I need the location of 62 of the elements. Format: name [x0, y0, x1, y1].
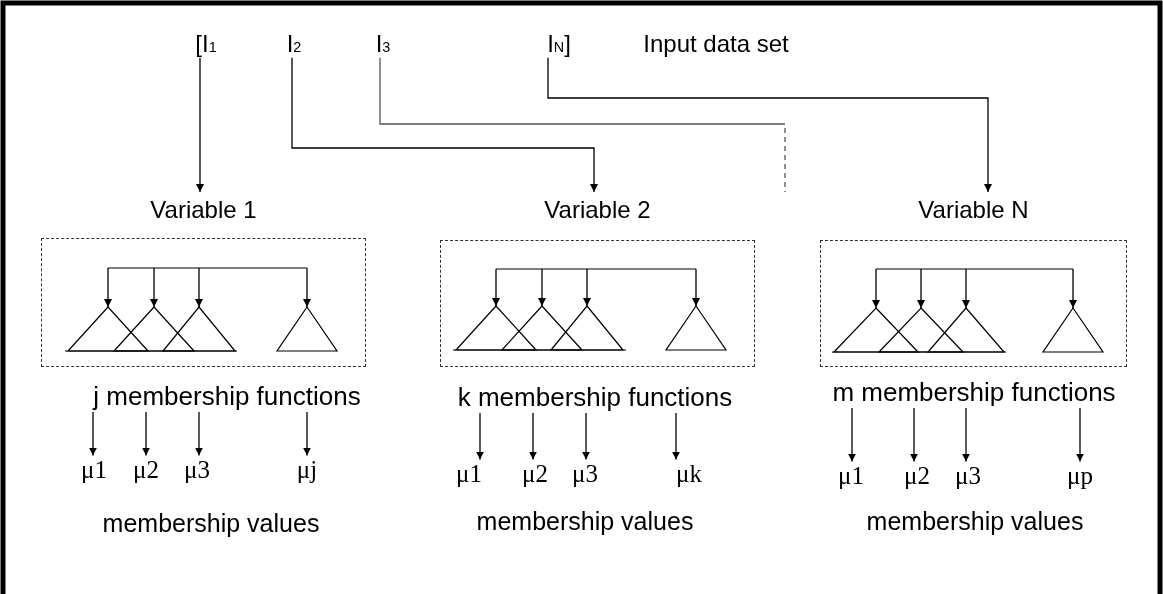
caption-label: membership values: [102, 508, 320, 538]
membership-triangle: [114, 307, 194, 351]
membership-value: μk: [676, 459, 702, 489]
membership-triangle: [879, 308, 963, 352]
membership-triangle: [834, 308, 918, 352]
arrow: [910, 407, 918, 463]
arrow: [962, 407, 970, 463]
membership-triangle: [277, 307, 337, 351]
arrow: [547, 57, 992, 193]
arrow: [291, 57, 598, 193]
membership-value: μ1: [81, 455, 107, 485]
membership-value: μ3: [955, 461, 981, 491]
membership-value: μ3: [184, 455, 210, 485]
branch-arrow: [538, 268, 546, 307]
connector-line: [379, 57, 786, 193]
membership-value: μ2: [904, 461, 930, 491]
branch-arrow: [583, 268, 591, 307]
branch-arrow: [303, 267, 311, 308]
arrow: [196, 57, 204, 193]
branch-arrow: [692, 268, 700, 307]
arrow: [195, 411, 203, 457]
branch-arrow: [195, 267, 203, 308]
membership-triangle: [666, 306, 726, 350]
membership-triangle: [502, 306, 582, 350]
branch-arrow: [872, 268, 880, 309]
function-count-label: j membership functions: [93, 382, 361, 412]
membership-triangle: [456, 306, 536, 350]
membership-value: μp: [1067, 461, 1093, 491]
arrow: [142, 411, 150, 457]
branch-arrow: [1069, 268, 1077, 309]
arrow: [582, 412, 590, 461]
membership-triangle: [68, 307, 148, 351]
caption-label: membership values: [866, 506, 1084, 536]
arrow: [1076, 407, 1084, 463]
arrow: [672, 412, 680, 461]
membership-value: μ3: [572, 459, 598, 489]
arrow: [303, 411, 311, 457]
membership-value: μj: [296, 455, 318, 485]
function-count-label: m membership functions: [832, 378, 1116, 408]
branch-arrow: [917, 268, 925, 309]
branch-arrow: [492, 268, 500, 307]
branch-arrow: [962, 268, 970, 309]
membership-triangle: [163, 307, 235, 351]
caption-label: membership values: [476, 506, 694, 536]
variable-heading: Variable N: [918, 196, 1029, 224]
membership-value: μ2: [133, 455, 159, 485]
membership-value: μ2: [522, 459, 548, 489]
arrow: [89, 411, 97, 457]
arrow: [476, 412, 484, 461]
variable-heading: Variable 1: [150, 196, 257, 224]
title-label: Input data set: [643, 30, 789, 58]
arrow: [529, 412, 537, 461]
arrow: [848, 407, 856, 463]
membership-triangle: [1043, 308, 1103, 352]
membership-triangle: [551, 306, 623, 350]
branch-arrow: [150, 267, 158, 308]
branch-arrow: [104, 267, 112, 308]
membership-triangle: [928, 308, 1004, 352]
variable-heading: Variable 2: [544, 196, 651, 224]
function-count-label: k membership functions: [457, 383, 733, 413]
membership-value: μ1: [838, 461, 864, 491]
membership-value: μ1: [456, 459, 482, 489]
